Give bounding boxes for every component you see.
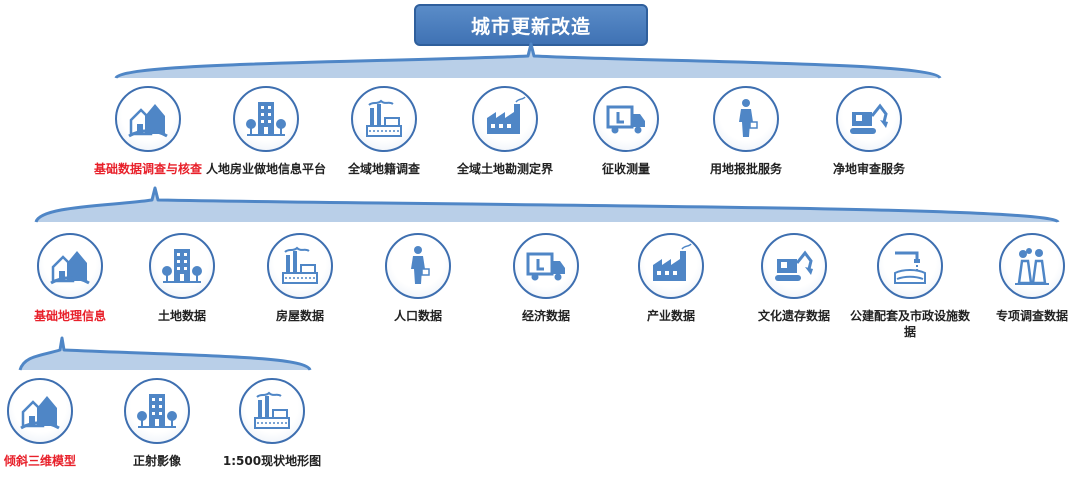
- brace-level1: [114, 42, 942, 80]
- node-label: 公建配套及市政设施数据: [850, 309, 971, 339]
- node-level1-4[interactable]: 征收测量: [556, 86, 696, 177]
- node-level1-3[interactable]: 全域土地勘测定界: [435, 86, 575, 177]
- node-label: 征收测量: [601, 162, 650, 176]
- node-label: 基础地理信息: [33, 309, 106, 323]
- node-label: 产业数据: [646, 309, 695, 323]
- node-level2-6[interactable]: 文化遗存数据: [724, 233, 864, 324]
- excavator-icon: [761, 233, 827, 299]
- factory-chimney-icon: [351, 86, 417, 152]
- truck-icon: [593, 86, 659, 152]
- house-trees-icon: [7, 378, 73, 444]
- node-label: 房屋数据: [275, 309, 324, 323]
- node-level2-3[interactable]: 人口数据: [348, 233, 488, 324]
- node-level1-6[interactable]: 净地审查服务: [799, 86, 939, 177]
- node-label: 用地报批服务: [709, 162, 782, 176]
- node-label: 倾斜三维模型: [3, 454, 76, 468]
- factory-chimney-icon: [267, 233, 333, 299]
- factory-icon: [638, 233, 704, 299]
- node-label: 全域土地勘测定界: [456, 162, 553, 176]
- house-trees-icon: [115, 86, 181, 152]
- brace-level2: [34, 186, 1060, 224]
- node-label: 土地数据: [157, 309, 206, 323]
- node-level2-5[interactable]: 产业数据: [601, 233, 741, 324]
- building-icon: [149, 233, 215, 299]
- node-level3-2[interactable]: 1:500现状地形图: [202, 378, 342, 469]
- building-icon: [124, 378, 190, 444]
- node-level2-0[interactable]: 基础地理信息: [0, 233, 140, 324]
- node-level2-1[interactable]: 土地数据: [112, 233, 252, 324]
- node-level2-8[interactable]: 专项调查数据: [962, 233, 1080, 324]
- brace-level3: [18, 336, 312, 371]
- page-title: 城市更新改造: [414, 4, 648, 46]
- node-label: 人地房业做地信息平台: [206, 162, 327, 176]
- factory-icon: [472, 86, 538, 152]
- node-level1-1[interactable]: 人地房业做地信息平台: [196, 86, 336, 177]
- node-label: 净地审查服务: [832, 162, 905, 176]
- node-label: 1:500现状地形图: [222, 454, 322, 468]
- node-level3-0[interactable]: 倾斜三维模型: [0, 378, 110, 469]
- node-level2-2[interactable]: 房屋数据: [230, 233, 370, 324]
- truck-icon: [513, 233, 579, 299]
- node-level1-0[interactable]: 基础数据调查与核查: [78, 86, 218, 177]
- node-level1-2[interactable]: 全域地籍调查: [314, 86, 454, 177]
- node-label: 基础数据调查与核查: [93, 162, 202, 176]
- node-label: 文化遗存数据: [757, 309, 830, 323]
- node-level1-5[interactable]: 用地报批服务: [676, 86, 816, 177]
- house-trees-icon: [37, 233, 103, 299]
- node-label: 专项调查数据: [995, 309, 1068, 323]
- node-label: 正射影像: [132, 454, 181, 468]
- node-label: 人口数据: [393, 309, 442, 323]
- person-icon: [385, 233, 451, 299]
- pipe-water-icon: [877, 233, 943, 299]
- node-label: 经济数据: [521, 309, 570, 323]
- smokestack-icon: [999, 233, 1065, 299]
- node-label: 全域地籍调查: [347, 162, 420, 176]
- excavator-icon: [836, 86, 902, 152]
- node-level2-4[interactable]: 经济数据: [476, 233, 616, 324]
- person-icon: [713, 86, 779, 152]
- factory-chimney-icon: [239, 378, 305, 444]
- node-level2-7[interactable]: 公建配套及市政设施数据: [840, 233, 980, 340]
- building-icon: [233, 86, 299, 152]
- node-level3-1[interactable]: 正射影像: [87, 378, 227, 469]
